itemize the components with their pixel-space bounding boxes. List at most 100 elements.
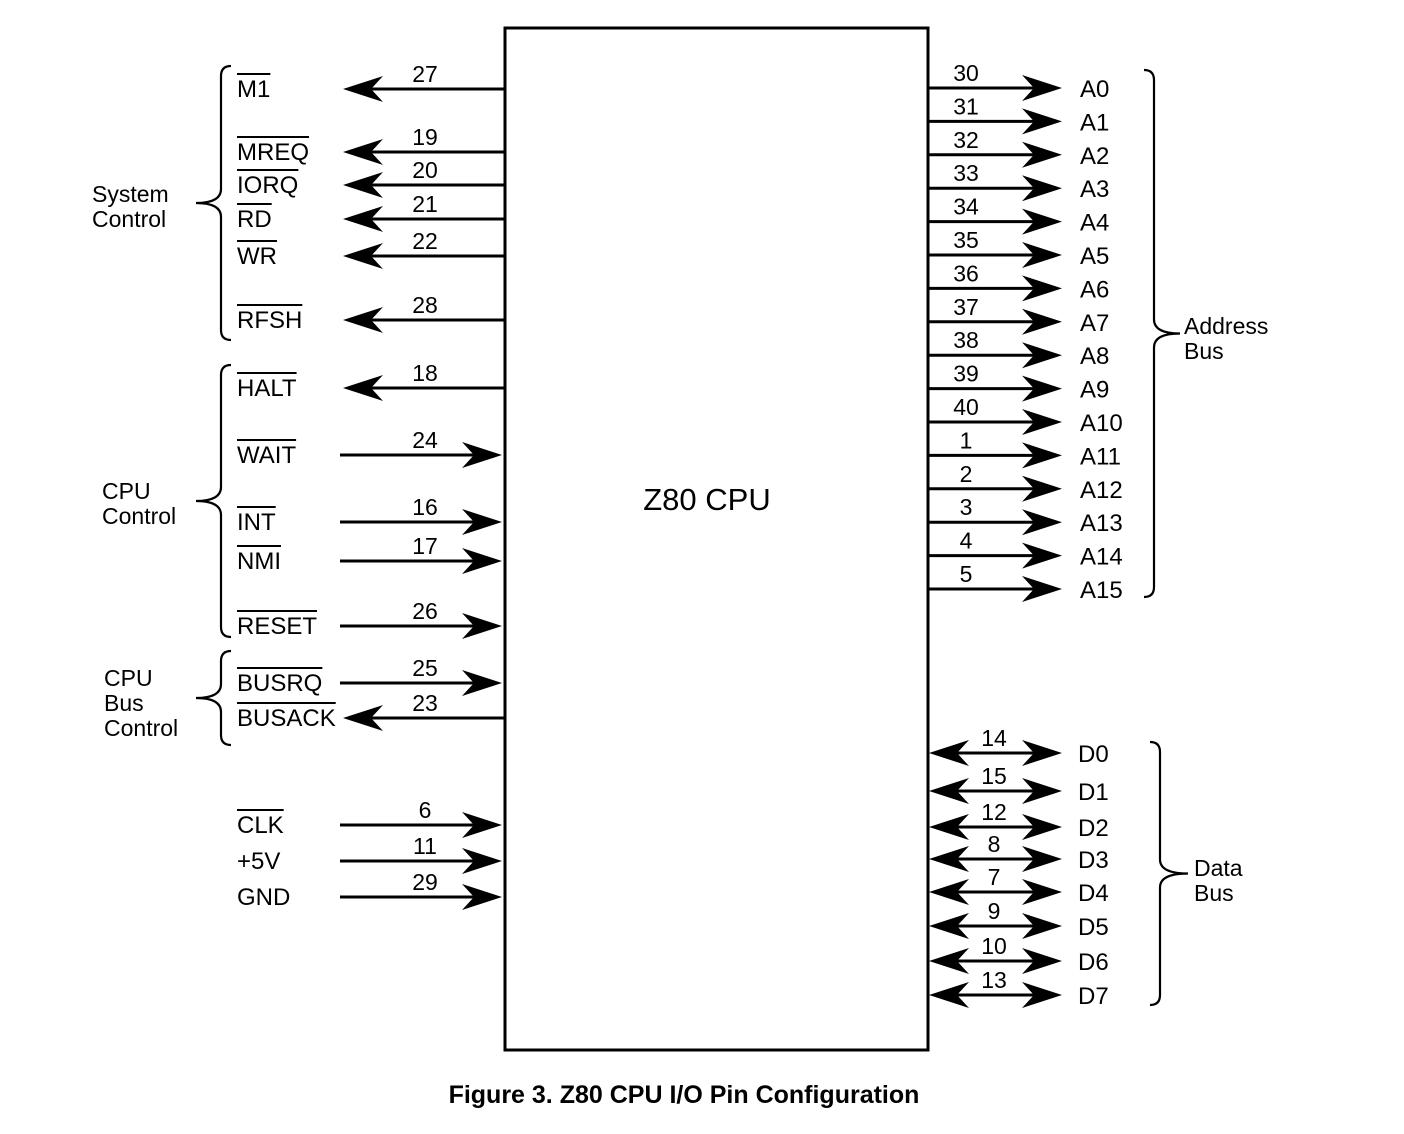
signal-name: +5V (237, 848, 280, 875)
arrow-right-icon (1022, 740, 1062, 766)
pin-number: 28 (412, 292, 438, 318)
arrow-left-icon (929, 740, 969, 766)
arrow-right-icon (462, 548, 502, 574)
signal-name: D3 (1078, 847, 1109, 874)
arrow-right-icon (1022, 475, 1062, 502)
signal-name: A6 (1080, 276, 1109, 303)
pin-number: 2 (960, 461, 973, 487)
signal-name: M1 (237, 76, 270, 103)
arrow-right-icon (1022, 108, 1062, 135)
arrow-right-icon (1022, 442, 1062, 469)
arrow-left-icon (929, 778, 969, 804)
arrow-left-icon (343, 243, 383, 269)
arrow-right-icon (1022, 846, 1062, 872)
signal-name: CLK (237, 812, 284, 839)
signal-name: A0 (1080, 76, 1109, 103)
address-bus-pins: 30A031A132A233A334A435A536A637A738A839A9… (928, 60, 1123, 604)
signal-name: GND (237, 884, 290, 911)
signal-name: A11 (1080, 443, 1121, 470)
signal-name: D4 (1078, 880, 1109, 907)
pin-number: 34 (953, 194, 979, 220)
arrow-right-icon (1022, 879, 1062, 905)
signal-name: A15 (1080, 577, 1123, 604)
arrow-right-icon (462, 848, 502, 874)
arrow-right-icon (462, 884, 502, 910)
pin-number: 18 (412, 360, 438, 386)
signal-name: A2 (1080, 143, 1109, 170)
arrow-right-icon (1022, 409, 1062, 435)
pin-number: 6 (419, 797, 432, 823)
arrow-left-icon (929, 814, 969, 840)
signal-name: WAIT (237, 442, 296, 469)
arrow-right-icon (1022, 778, 1062, 804)
signal-name: A1 (1080, 109, 1109, 136)
brace-system-control (195, 64, 232, 342)
signal-name: D7 (1078, 983, 1109, 1010)
signal-name: D5 (1078, 914, 1109, 941)
pin-number: 37 (953, 294, 979, 320)
arrow-right-icon (1022, 242, 1062, 268)
brace-cpu-bus-control (195, 649, 232, 747)
group-label-line: Bus (1184, 338, 1224, 364)
pin-number: 13 (981, 967, 1007, 993)
arrow-left-icon (343, 375, 383, 401)
signal-name: D0 (1078, 741, 1109, 768)
pin-number: 9 (988, 898, 1001, 924)
arrow-right-icon (462, 442, 502, 468)
pin-number: 19 (412, 124, 438, 150)
arrow-right-icon (462, 509, 502, 535)
arrow-left-icon (343, 206, 383, 232)
pin-number: 24 (412, 427, 438, 453)
group-label-line: System (92, 181, 169, 207)
arrow-right-icon (1022, 141, 1062, 168)
pin-d4: 7D4 (929, 864, 1109, 907)
arrow-right-icon (1022, 913, 1062, 939)
pin-number: 33 (953, 160, 979, 186)
group-label-line: Address (1184, 313, 1268, 339)
group-label-line: Control (104, 715, 178, 741)
pin-number: 25 (412, 655, 438, 681)
cpu-chip-box (503, 26, 930, 1052)
pin-number: 35 (953, 227, 979, 253)
pin-number: 3 (960, 494, 973, 520)
arrow-right-icon (1022, 208, 1062, 235)
arrow-right-icon (1022, 948, 1062, 974)
pin-number: 36 (953, 260, 979, 286)
pin-number: 27 (412, 61, 438, 87)
arrow-right-icon (1022, 275, 1062, 302)
pin-d3: 8D3 (929, 831, 1109, 874)
signal-name: A7 (1080, 310, 1109, 337)
pin-number: 17 (412, 533, 438, 559)
signal-name: A5 (1080, 243, 1109, 270)
pin-number: 22 (412, 228, 438, 254)
group-label-line: CPU (102, 478, 151, 504)
pin-number: 39 (953, 361, 979, 387)
signal-name: BUSACK (237, 705, 336, 732)
pin-number: 16 (412, 494, 438, 520)
arrow-right-icon (462, 812, 502, 838)
signal-name: A8 (1080, 343, 1109, 370)
